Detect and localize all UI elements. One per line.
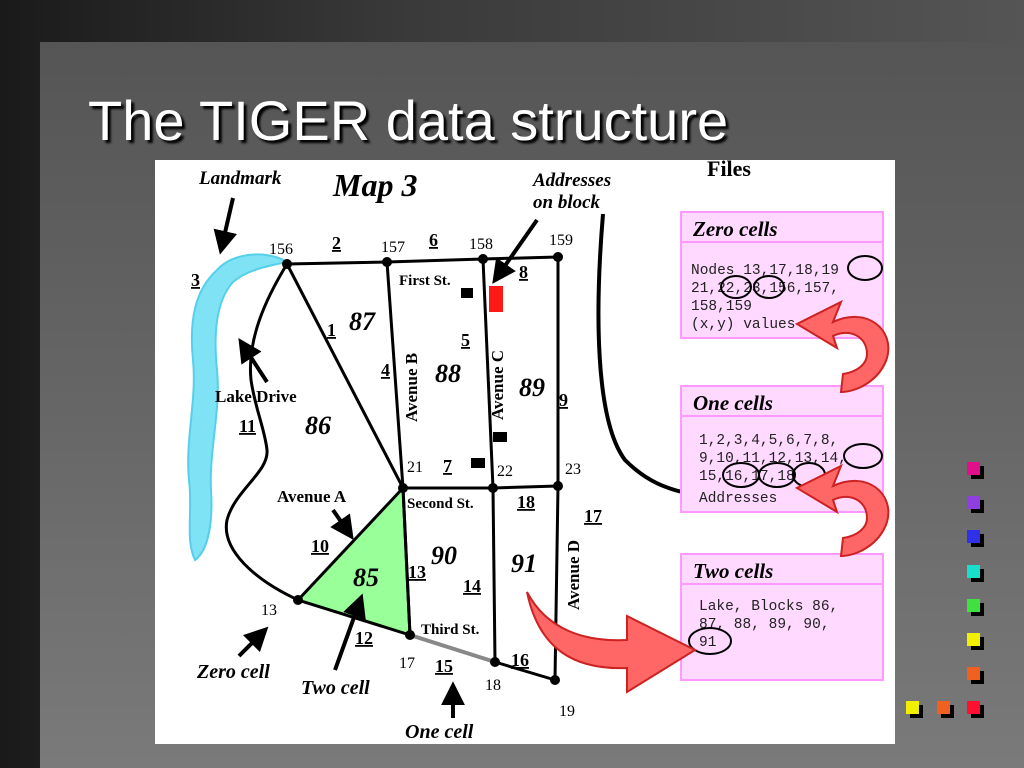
edge-label: 8: [519, 262, 528, 282]
highlight-circles: [688, 255, 883, 655]
lake-shape: [187, 253, 290, 562]
edge-label: 13: [408, 562, 426, 582]
street-label: Second St.: [407, 496, 474, 512]
node-label: 159: [549, 232, 573, 249]
figure-panel: 156 157 158 159 21 22 23 13 17 18 19 2 6…: [155, 160, 895, 744]
file-line: 9,10,11,12,13,14,: [699, 451, 847, 467]
address-marker: [461, 288, 473, 298]
street-label: Third St.: [421, 622, 480, 638]
two-cell-label: Two cell: [301, 677, 370, 699]
node-label: 156: [269, 241, 293, 258]
file-line: Lake, Blocks 86,: [699, 599, 838, 615]
block-label: 91: [511, 549, 537, 578]
decor-square: [967, 565, 980, 578]
files-heading: Files: [707, 160, 751, 181]
edge-label: 2: [332, 233, 341, 253]
node-label: 23: [565, 461, 581, 478]
decor-square: [967, 530, 980, 543]
address-marker-highlight: [489, 286, 503, 312]
edge-label: 4: [381, 360, 390, 380]
street-label: Avenue D: [564, 540, 583, 610]
nodes: [282, 252, 563, 685]
lake-drive-label: Lake Drive: [215, 387, 297, 406]
edge-label: 11: [239, 416, 256, 436]
block-label: 86: [305, 411, 331, 440]
decor-square: [967, 496, 980, 509]
address-marker: [471, 458, 485, 468]
addresses-label: on block: [533, 192, 601, 213]
edge-label: 9: [559, 390, 568, 410]
red-curved-arrows: [526, 299, 890, 694]
file-line: 15,16,17,18: [699, 469, 795, 485]
file-title: One cells: [693, 391, 773, 415]
decor-square: [967, 462, 980, 475]
file-line: Nodes 13,17,18,19: [691, 263, 839, 279]
one-cell-label: One cell: [405, 721, 474, 743]
block-label: 90: [431, 541, 457, 570]
edge-label: 18: [517, 492, 535, 512]
edge-label: 17: [584, 506, 602, 526]
node-label: 22: [497, 463, 513, 480]
edge-label: 12: [355, 628, 373, 648]
node-label: 17: [399, 655, 415, 672]
address-marker: [493, 432, 507, 442]
file-line: Addresses: [699, 491, 777, 507]
file-line: 158,159: [691, 299, 752, 315]
decor-square: [967, 667, 980, 680]
node-label: 21: [407, 459, 423, 476]
tiger-diagram: 156 157 158 159 21 22 23 13 17 18 19 2 6…: [187, 160, 890, 743]
edge-label: 3: [191, 270, 200, 290]
two-cells-file: Two cells Lake, Blocks 86, 87, 88, 89, 9…: [680, 553, 884, 681]
edge-label: 10: [311, 536, 329, 556]
node-label: 19: [559, 703, 575, 720]
decor-square: [967, 701, 980, 714]
street-label: Avenue B: [402, 353, 421, 422]
edge-label: 16: [511, 650, 529, 670]
map-title: Map 3: [332, 167, 417, 203]
decor-square: [937, 701, 950, 714]
street-edges: [224, 255, 560, 682]
block-label: 87: [349, 307, 376, 336]
file-line: 1,2,3,4,5,6,7,8,: [699, 433, 838, 449]
block-label: 89: [519, 373, 545, 402]
block-label: 85: [353, 563, 379, 592]
edge-label: 14: [463, 576, 481, 596]
third-street-edge: [409, 633, 496, 664]
decor-square: [967, 599, 980, 612]
street-label: First St.: [399, 273, 451, 289]
node-label: 157: [381, 239, 405, 256]
block-label: 88: [435, 359, 461, 388]
node-label: 18: [485, 677, 501, 694]
street-label: Avenue C: [488, 350, 507, 420]
file-title: Two cells: [693, 559, 773, 583]
addresses-label: Addresses: [532, 170, 611, 191]
file-line: 91: [699, 635, 716, 651]
file-line: 87, 88, 89, 90,: [699, 617, 830, 633]
avenue-a-label: Avenue A: [277, 487, 347, 506]
file-line: 21,22,23,156,157,: [691, 281, 839, 297]
node-label: 158: [469, 236, 493, 253]
edge-label: 5: [461, 330, 470, 350]
pointer-arrows: [213, 197, 706, 718]
slide-title: The TIGER data structure: [88, 89, 729, 152]
file-title: Zero cells: [692, 217, 778, 241]
edge-label: 15: [435, 656, 453, 676]
file-line: (x,y) values: [691, 317, 795, 333]
edge-label: 6: [429, 230, 438, 250]
landmark-label: Landmark: [198, 168, 282, 189]
edge-label: 1: [327, 320, 336, 340]
node-label: 13: [261, 602, 277, 619]
decor-square: [906, 701, 919, 714]
zero-cell-label: Zero cell: [196, 661, 270, 683]
decor-square: [967, 633, 980, 646]
edge-label: 7: [443, 456, 452, 476]
